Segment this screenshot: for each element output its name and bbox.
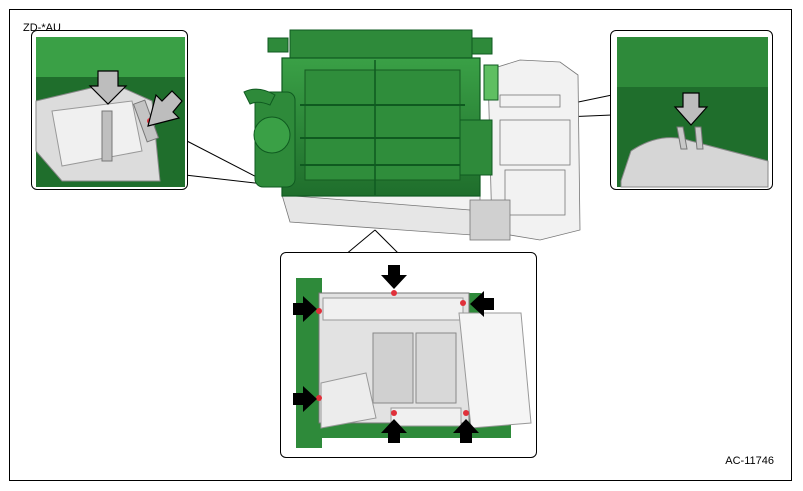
detail-callout-upper-left: [31, 30, 188, 190]
detail-callout-bottom: [280, 252, 537, 458]
gray-arrow-diagonal-icon: [147, 90, 183, 127]
black-arrow-up-icon: [381, 419, 407, 443]
black-arrow-right-icon: [293, 296, 317, 322]
leader-line-bottom-2: [374, 229, 401, 256]
detail-illustration-upper-left: [35, 37, 185, 187]
leader-line-bottom: [344, 229, 376, 256]
detail-callout-upper-right: [610, 30, 773, 190]
black-arrow-right-icon: [293, 386, 317, 412]
gray-arrow-down-icon: [88, 70, 128, 105]
black-arrow-up-icon: [453, 419, 479, 443]
detail-illustration-upper-right: [617, 37, 769, 188]
black-arrow-down-icon: [381, 265, 407, 289]
blower-unit-highlight: [243, 29, 499, 197]
gray-arrow-down-icon: [673, 92, 709, 126]
black-arrow-left-icon: [470, 291, 494, 317]
figure-id-label: AC-11746: [725, 455, 774, 467]
detail-illustration-bottom: [293, 265, 532, 448]
